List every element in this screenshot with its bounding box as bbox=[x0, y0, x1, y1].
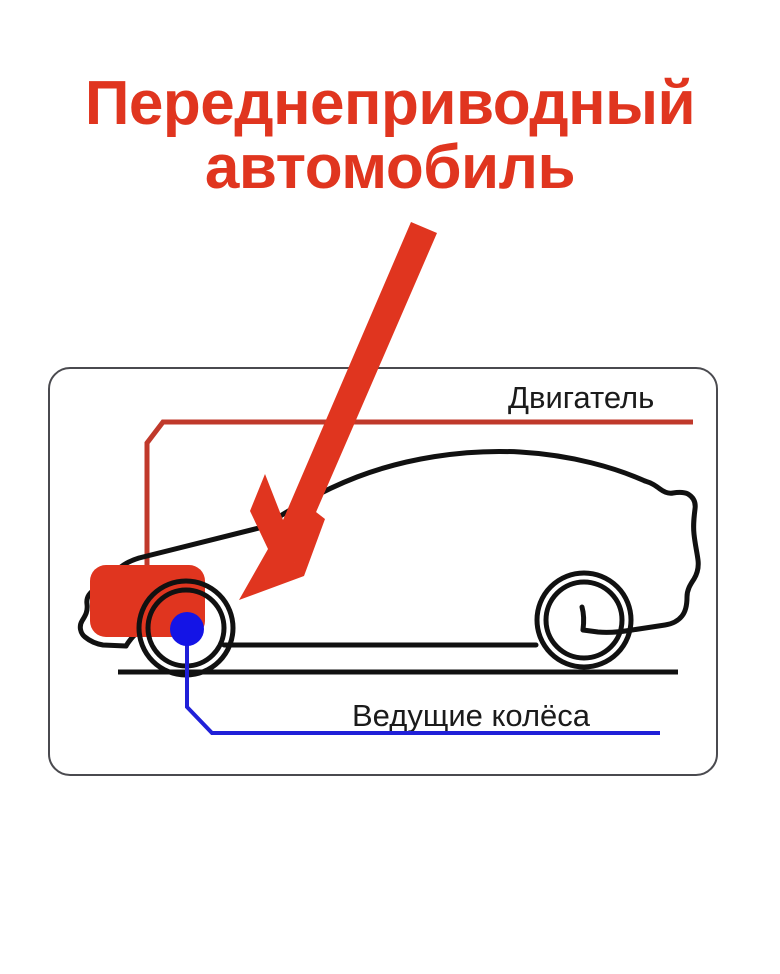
drive-wheels-label: Ведущие колёса bbox=[352, 698, 591, 733]
page-title-line-1: Переднеприводный bbox=[84, 69, 696, 138]
page-title-line-2: автомобиль bbox=[204, 132, 576, 202]
engine-label: Двигатель bbox=[508, 380, 655, 415]
page-title: Переднеприводный автомобиль bbox=[0, 72, 780, 200]
